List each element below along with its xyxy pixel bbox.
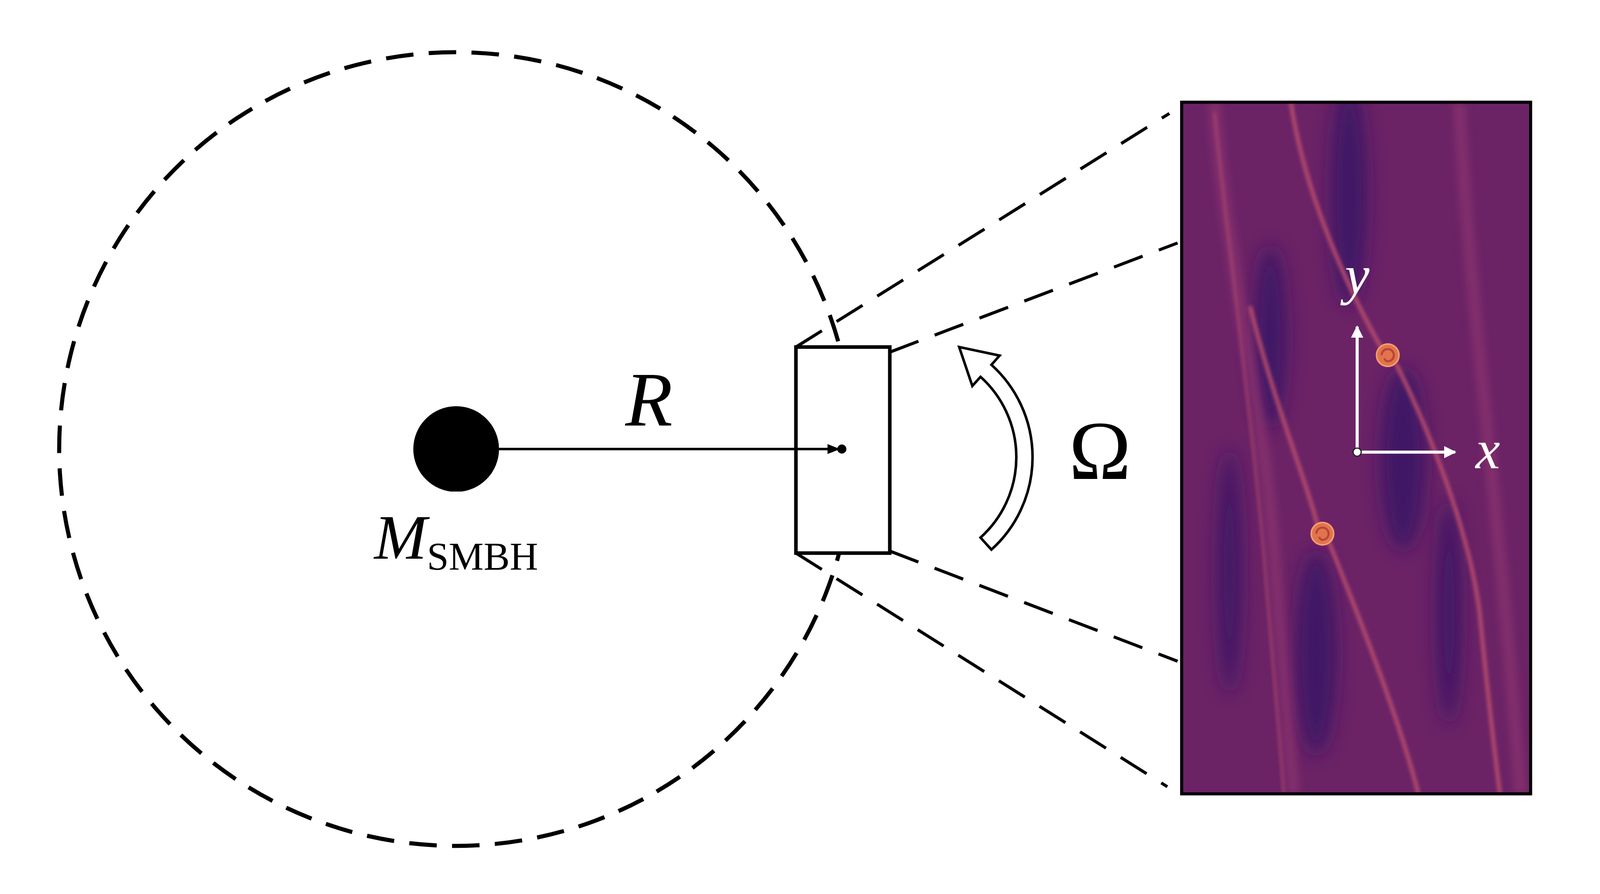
- radius-label: R: [625, 361, 673, 439]
- axis-label: x: [1475, 422, 1500, 478]
- black-hole-disc: [413, 406, 500, 493]
- zoom-lines: [795, 113, 1178, 787]
- center-dot: [837, 444, 847, 454]
- radius-arrow: [498, 447, 840, 451]
- simulation-image: [1181, 102, 1531, 794]
- black-hole: MSMBH: [374, 406, 538, 570]
- angular-velocity-label: Ω: [1068, 409, 1131, 493]
- zoom-panel: [1181, 102, 1531, 794]
- mass-label: MSMBH: [374, 506, 538, 570]
- axes: [1353, 326, 1456, 457]
- axis-label: y: [1344, 248, 1370, 304]
- rotation-arrow: [959, 347, 1033, 550]
- orbit-circle: [59, 52, 854, 847]
